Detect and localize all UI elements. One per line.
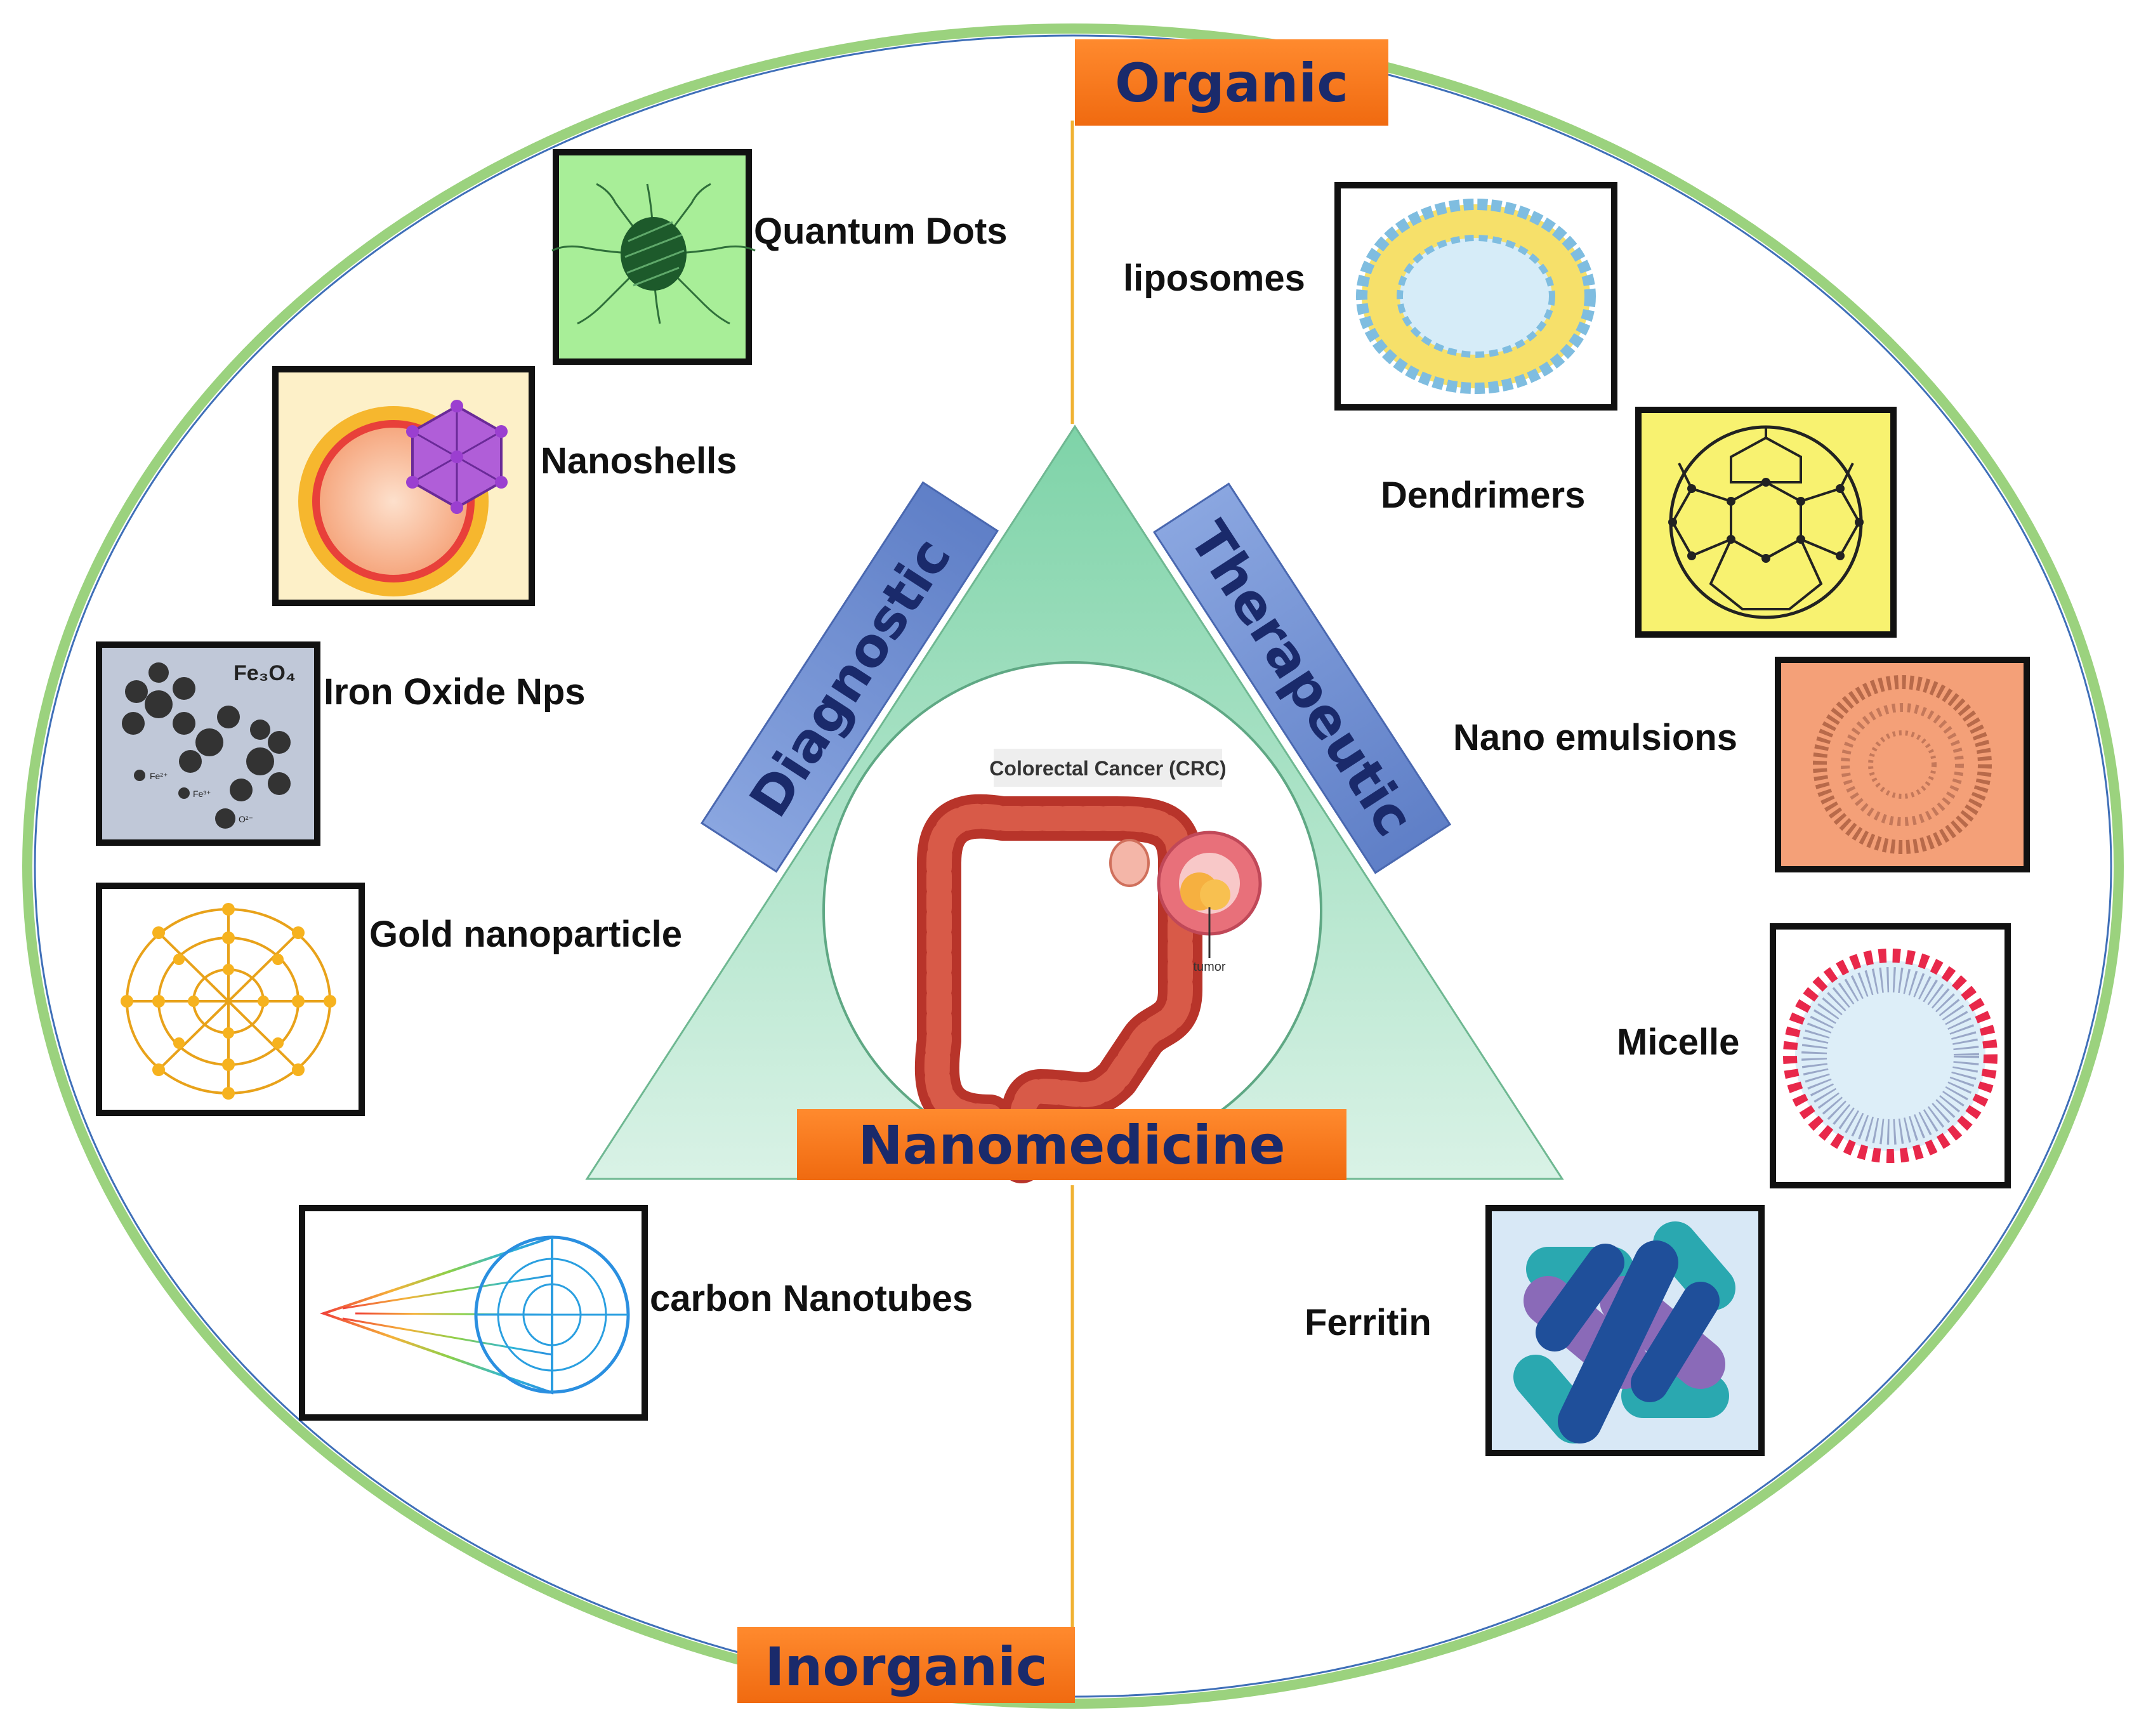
ion-fe2: Fe²⁺	[150, 771, 168, 781]
micelle-icon	[1770, 923, 2011, 1188]
outer-ellipse	[22, 23, 2124, 1709]
inorganic-box: Inorganic	[737, 1627, 1075, 1703]
nanomedicine-label: Nanomedicine	[858, 1114, 1285, 1176]
carbon-nanotubes-label: carbon Nanotubes	[650, 1278, 973, 1319]
ferritin-icon	[1485, 1205, 1765, 1456]
quantum-dots-label: Quantum Dots	[754, 211, 1008, 252]
ion-fe3: Fe³⁺	[193, 789, 211, 799]
quantum-dot-icon	[551, 149, 756, 365]
dendrimer-icon	[1635, 407, 1897, 638]
crc-caption: Colorectal Cancer (CRC)	[989, 757, 1226, 780]
liposome-icon	[1334, 182, 1617, 411]
gold-nanoparticle-icon	[96, 883, 365, 1116]
iron-oxide-icon: Fe₃O₄ Fe²⁺ Fe³⁺ O²⁻	[96, 641, 320, 846]
iron-oxide-label: Iron Oxide Nps	[324, 671, 586, 713]
nanoshells-label: Nanoshells	[541, 440, 737, 482]
dendrimers-label: Dendrimers	[1381, 475, 1585, 516]
iron-oxide-formula: Fe₃O₄	[234, 661, 296, 685]
gold-nanoparticle-label: Gold nanoparticle	[369, 914, 682, 955]
colorectal-cancer-image: Colorectal Cancer (CRC) tumor	[914, 749, 1262, 1183]
inorganic-label: Inorganic	[765, 1636, 1047, 1698]
carbon-nanotube-icon	[299, 1205, 648, 1421]
ferritin-label: Ferritin	[1305, 1302, 1432, 1343]
liposomes-label: liposomes	[1123, 258, 1305, 299]
nanomedicine-box: Nanomedicine	[797, 1109, 1346, 1180]
nano-emulsions-label: Nano emulsions	[1453, 717, 1737, 758]
micelle-label: Micelle	[1617, 1022, 1739, 1063]
nanoshell-icon	[272, 366, 535, 606]
tumor-label: tumor	[1193, 960, 1225, 974]
ion-o2: O²⁻	[239, 814, 253, 824]
nano-emulsion-icon	[1775, 657, 2030, 872]
organic-box: Organic	[1075, 39, 1388, 126]
organic-label: Organic	[1115, 52, 1348, 114]
